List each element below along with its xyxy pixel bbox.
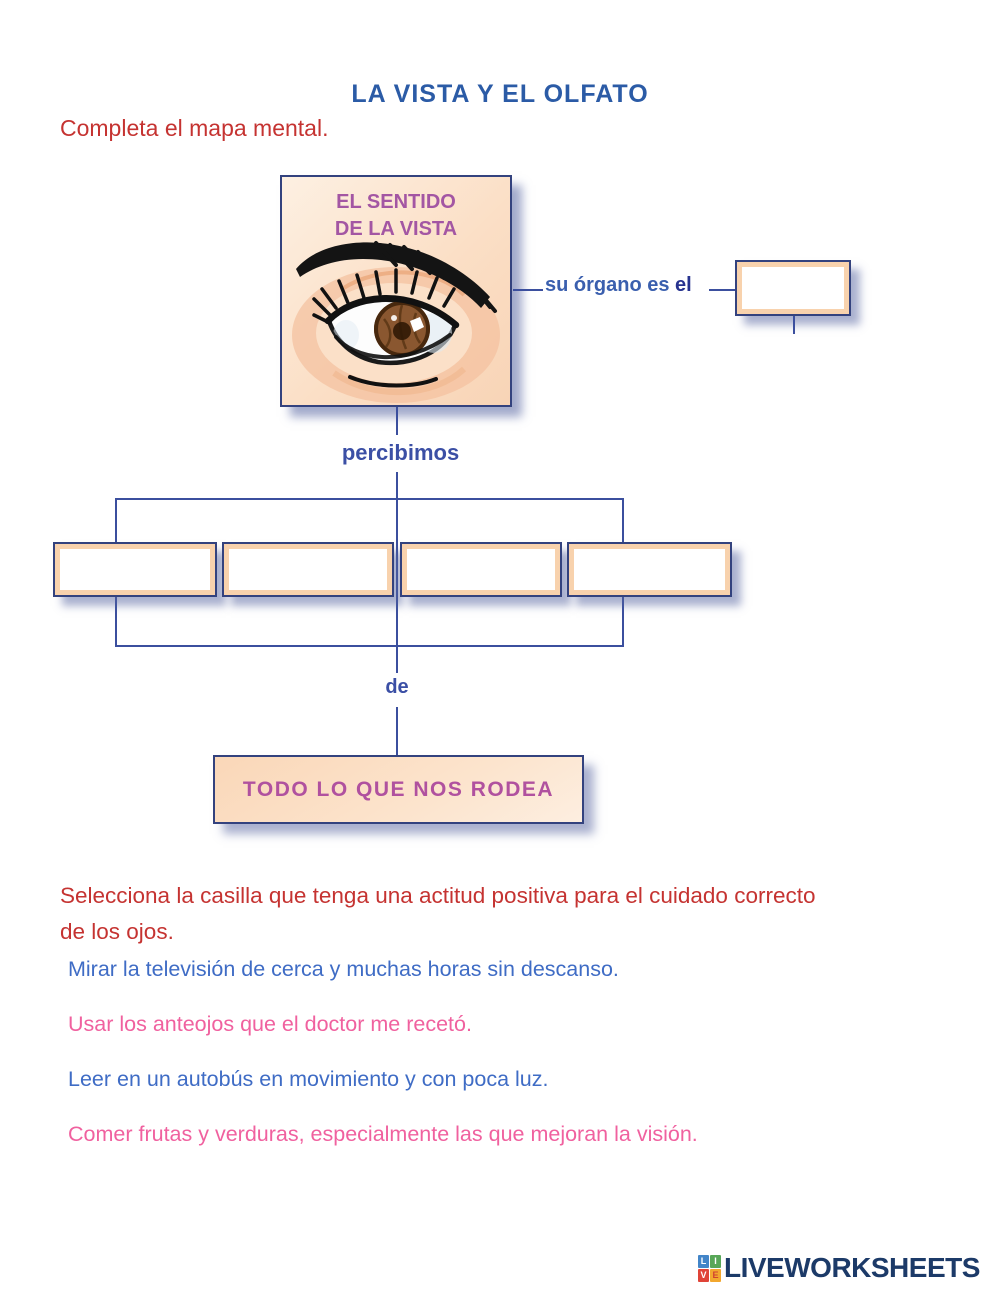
central-box-title: EL SENTIDO DE LA VISTA [282,189,510,243]
question-prompt: Selecciona la casilla que tenga una acti… [60,878,960,950]
percibimos-label: percibimos [341,440,460,465]
central-box-title-line1: EL SENTIDO [336,191,456,213]
option-4[interactable]: Comer frutas y verduras, especialmente l… [68,1122,698,1146]
organ-label: su órgano es el [545,274,692,297]
intro-instruction: Completa el mapa mental. [60,115,329,141]
page-title: LA VISTA Y EL OLFATO [351,80,649,108]
connector-eye-to-percibimos [396,407,398,435]
connector-label-to-organ-box [709,289,735,291]
organ-answer-box[interactable] [735,260,851,316]
eye-illustration [292,241,500,403]
answer-box-4[interactable] [567,542,732,597]
liveworksheets-logo[interactable]: L I V E LIVEWORKSHEETS [698,1252,980,1284]
organ-box-stub-line [793,316,795,334]
answer-box-3[interactable] [400,542,562,597]
connector-through-group [396,500,398,673]
bottom-box-label: TODO LO QUE NOS RODEA [242,777,555,801]
question-prompt-line2: de los ojos. [60,919,174,944]
connector-de-to-bottom-box [396,707,398,755]
brand-text: LIVEWORKSHEETS [724,1252,980,1283]
de-label: de [385,676,409,698]
answer-box-2[interactable] [222,542,394,597]
organ-label-text: su órgano es [545,274,670,296]
option-2[interactable]: Usar los anteojos que el doctor me recet… [68,1012,472,1036]
tile-v: V [698,1268,709,1282]
connector-eye-to-organ-label [513,289,543,291]
tile-l: L [698,1254,709,1268]
central-sense-box: EL SENTIDO DE LA VISTA [280,175,512,407]
organ-article: el [675,274,692,296]
answer-box-1[interactable] [53,542,217,597]
liveworksheets-tiles-icon: L I V E [698,1254,721,1282]
central-box-title-line2: DE LA VISTA [334,218,458,240]
option-1[interactable]: Mirar la televisión de cerca y muchas ho… [68,957,619,981]
bottom-box: TODO LO QUE NOS RODEA [213,755,584,824]
option-3[interactable]: Leer en un autobús en movimiento y con p… [68,1067,549,1091]
tile-e: E [710,1268,721,1282]
question-prompt-line1: Selecciona la casilla que tenga una acti… [60,883,816,908]
tile-i: I [710,1254,721,1268]
connector-percibimos-to-group [396,472,398,500]
